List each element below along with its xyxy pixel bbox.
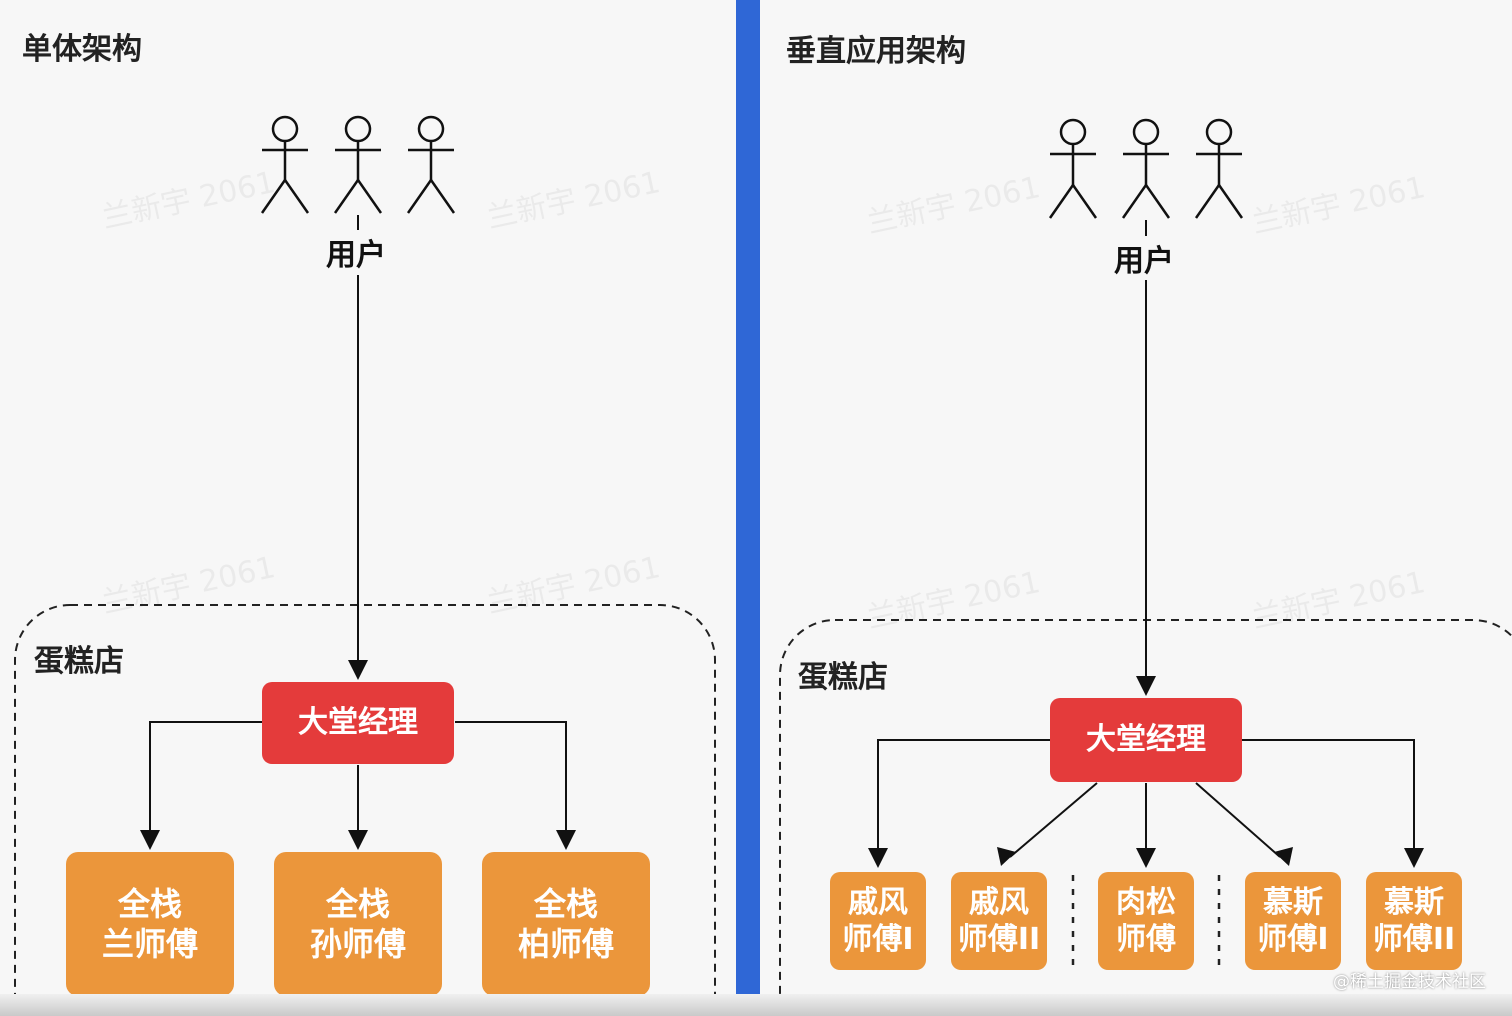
chef-node: 全栈 柏师傅: [482, 852, 650, 996]
chef-role: 戚风: [968, 884, 1029, 920]
diagram-title: 单体架构: [22, 32, 142, 67]
user-figure-icon: [333, 115, 383, 214]
diagram-title: 垂直应用架构: [786, 34, 966, 69]
chef-name: 师傅II: [1372, 922, 1456, 957]
chef-role: 全栈: [533, 885, 598, 923]
chef-role: 慕斯: [1383, 884, 1444, 920]
chef-name: 柏师傅: [517, 925, 614, 963]
user-figure-icon: [1194, 118, 1244, 219]
chef-name: 师傅: [1116, 922, 1176, 957]
chef-node: 全栈 兰师傅: [66, 852, 234, 996]
store-label: 蛋糕店: [34, 644, 124, 679]
chef-role: 全栈: [325, 885, 390, 923]
store-boundary: [14, 604, 716, 1016]
manager-label: 大堂经理: [1086, 722, 1206, 758]
source-credit: @稀土掘金技术社区: [1333, 972, 1486, 992]
bottom-bar: [0, 994, 1512, 1016]
chef-node: 慕斯 师傅II: [1366, 872, 1462, 970]
chef-name: 兰师傅: [101, 925, 198, 963]
chef-node: 肉松 师傅: [1098, 872, 1194, 970]
chef-node: 慕斯 师傅I: [1245, 872, 1341, 970]
panel-divider: [736, 0, 760, 1016]
user-figure-icon: [1121, 118, 1171, 219]
monolithic-panel: 兰新宇 2061 兰新宇 2061 兰新宇 2061 兰新宇 2061: [0, 0, 736, 1016]
chef-role: 肉松: [1116, 884, 1176, 920]
chef-node: 戚风 师傅II: [951, 872, 1047, 970]
manager-label: 大堂经理: [298, 705, 418, 741]
user-figure-icon: [260, 115, 310, 214]
vertical-diagram-lines: [779, 118, 1512, 1016]
chef-role: 全栈: [117, 885, 182, 923]
user-figure-icon: [1048, 118, 1098, 219]
user-figure-icon: [406, 115, 456, 214]
chef-name: 师傅I: [1257, 922, 1329, 957]
chef-role: 戚风: [847, 884, 908, 920]
chef-name: 师傅I: [842, 922, 914, 957]
monolithic-diagram-lines: [14, 115, 716, 1016]
vertical-app-panel: 兰新宇 2061 兰新宇 2061 兰新宇 2061 兰新宇 2061: [760, 0, 1512, 1016]
chef-name: 师傅II: [957, 922, 1041, 957]
store-label: 蛋糕店: [798, 660, 888, 695]
chef-node: 戚风 师傅I: [830, 872, 926, 970]
manager-node: 大堂经理: [262, 682, 454, 764]
user-label: 用户: [1114, 244, 1174, 279]
user-label: 用户: [326, 238, 386, 273]
manager-node: 大堂经理: [1050, 698, 1242, 782]
chef-role: 慕斯: [1262, 884, 1323, 920]
chef-node: 全栈 孙师傅: [274, 852, 442, 996]
chef-name: 孙师傅: [309, 925, 406, 963]
